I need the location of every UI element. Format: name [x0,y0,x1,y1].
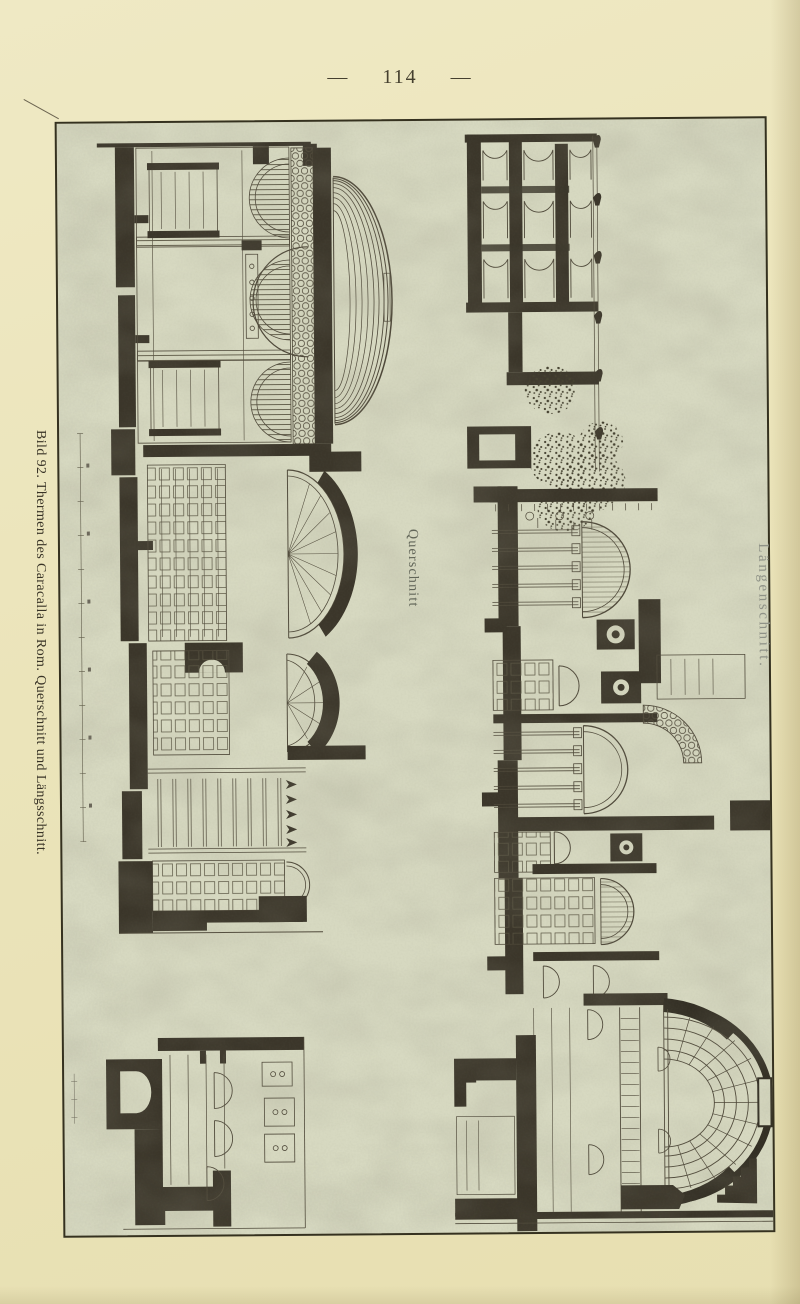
page-bottom-shadow [0,1286,800,1304]
paper-grain-overlay [56,118,774,1236]
page-gutter-shadow [770,0,800,1304]
label-querschnitt: Querschnitt [404,528,421,608]
plate-engraving [56,118,774,1236]
plate-fold-line [23,99,59,120]
figure-caption: Bild 92. Thermen des Caracalla in Rom. Q… [33,430,48,856]
page-number: — 114 — [327,66,473,88]
figure-plate: Querschnitt Längenschnitt. [54,116,776,1238]
